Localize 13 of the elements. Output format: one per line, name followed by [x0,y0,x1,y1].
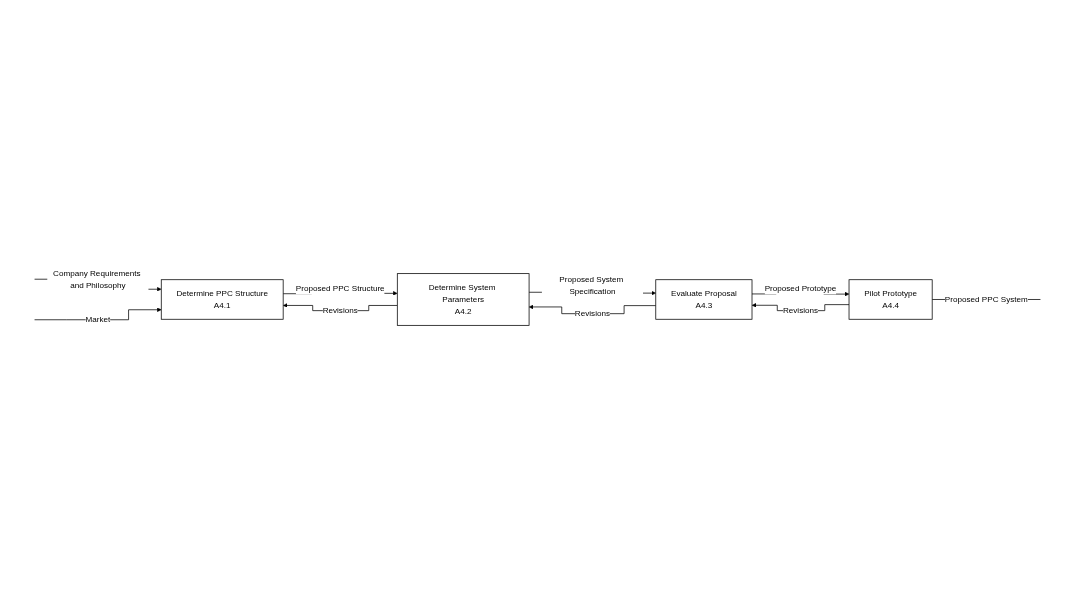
node-box: Evaluate Proposal A4.3 [655,279,753,320]
edge-label: Proposed PPC Structure [295,283,385,293]
edge-label: Revisions [782,305,819,315]
node-box: Pilot Prototype A4.4 [848,279,933,320]
edge-label: Market [85,314,111,324]
edge-label: Revisions [322,305,358,315]
edge-label: Proposed Prototype [764,283,837,293]
edge-label: Revisions [574,308,610,318]
edge-label: Proposed PPC System [944,294,1028,304]
edge-label: Company Requirements and Philosophy [53,268,141,290]
edge-label: Proposed System Specification [559,274,624,296]
node-box: Determine PPC Structure A4.1 [160,279,284,320]
node-box: Determine System Parameters A4.2 [396,273,530,326]
